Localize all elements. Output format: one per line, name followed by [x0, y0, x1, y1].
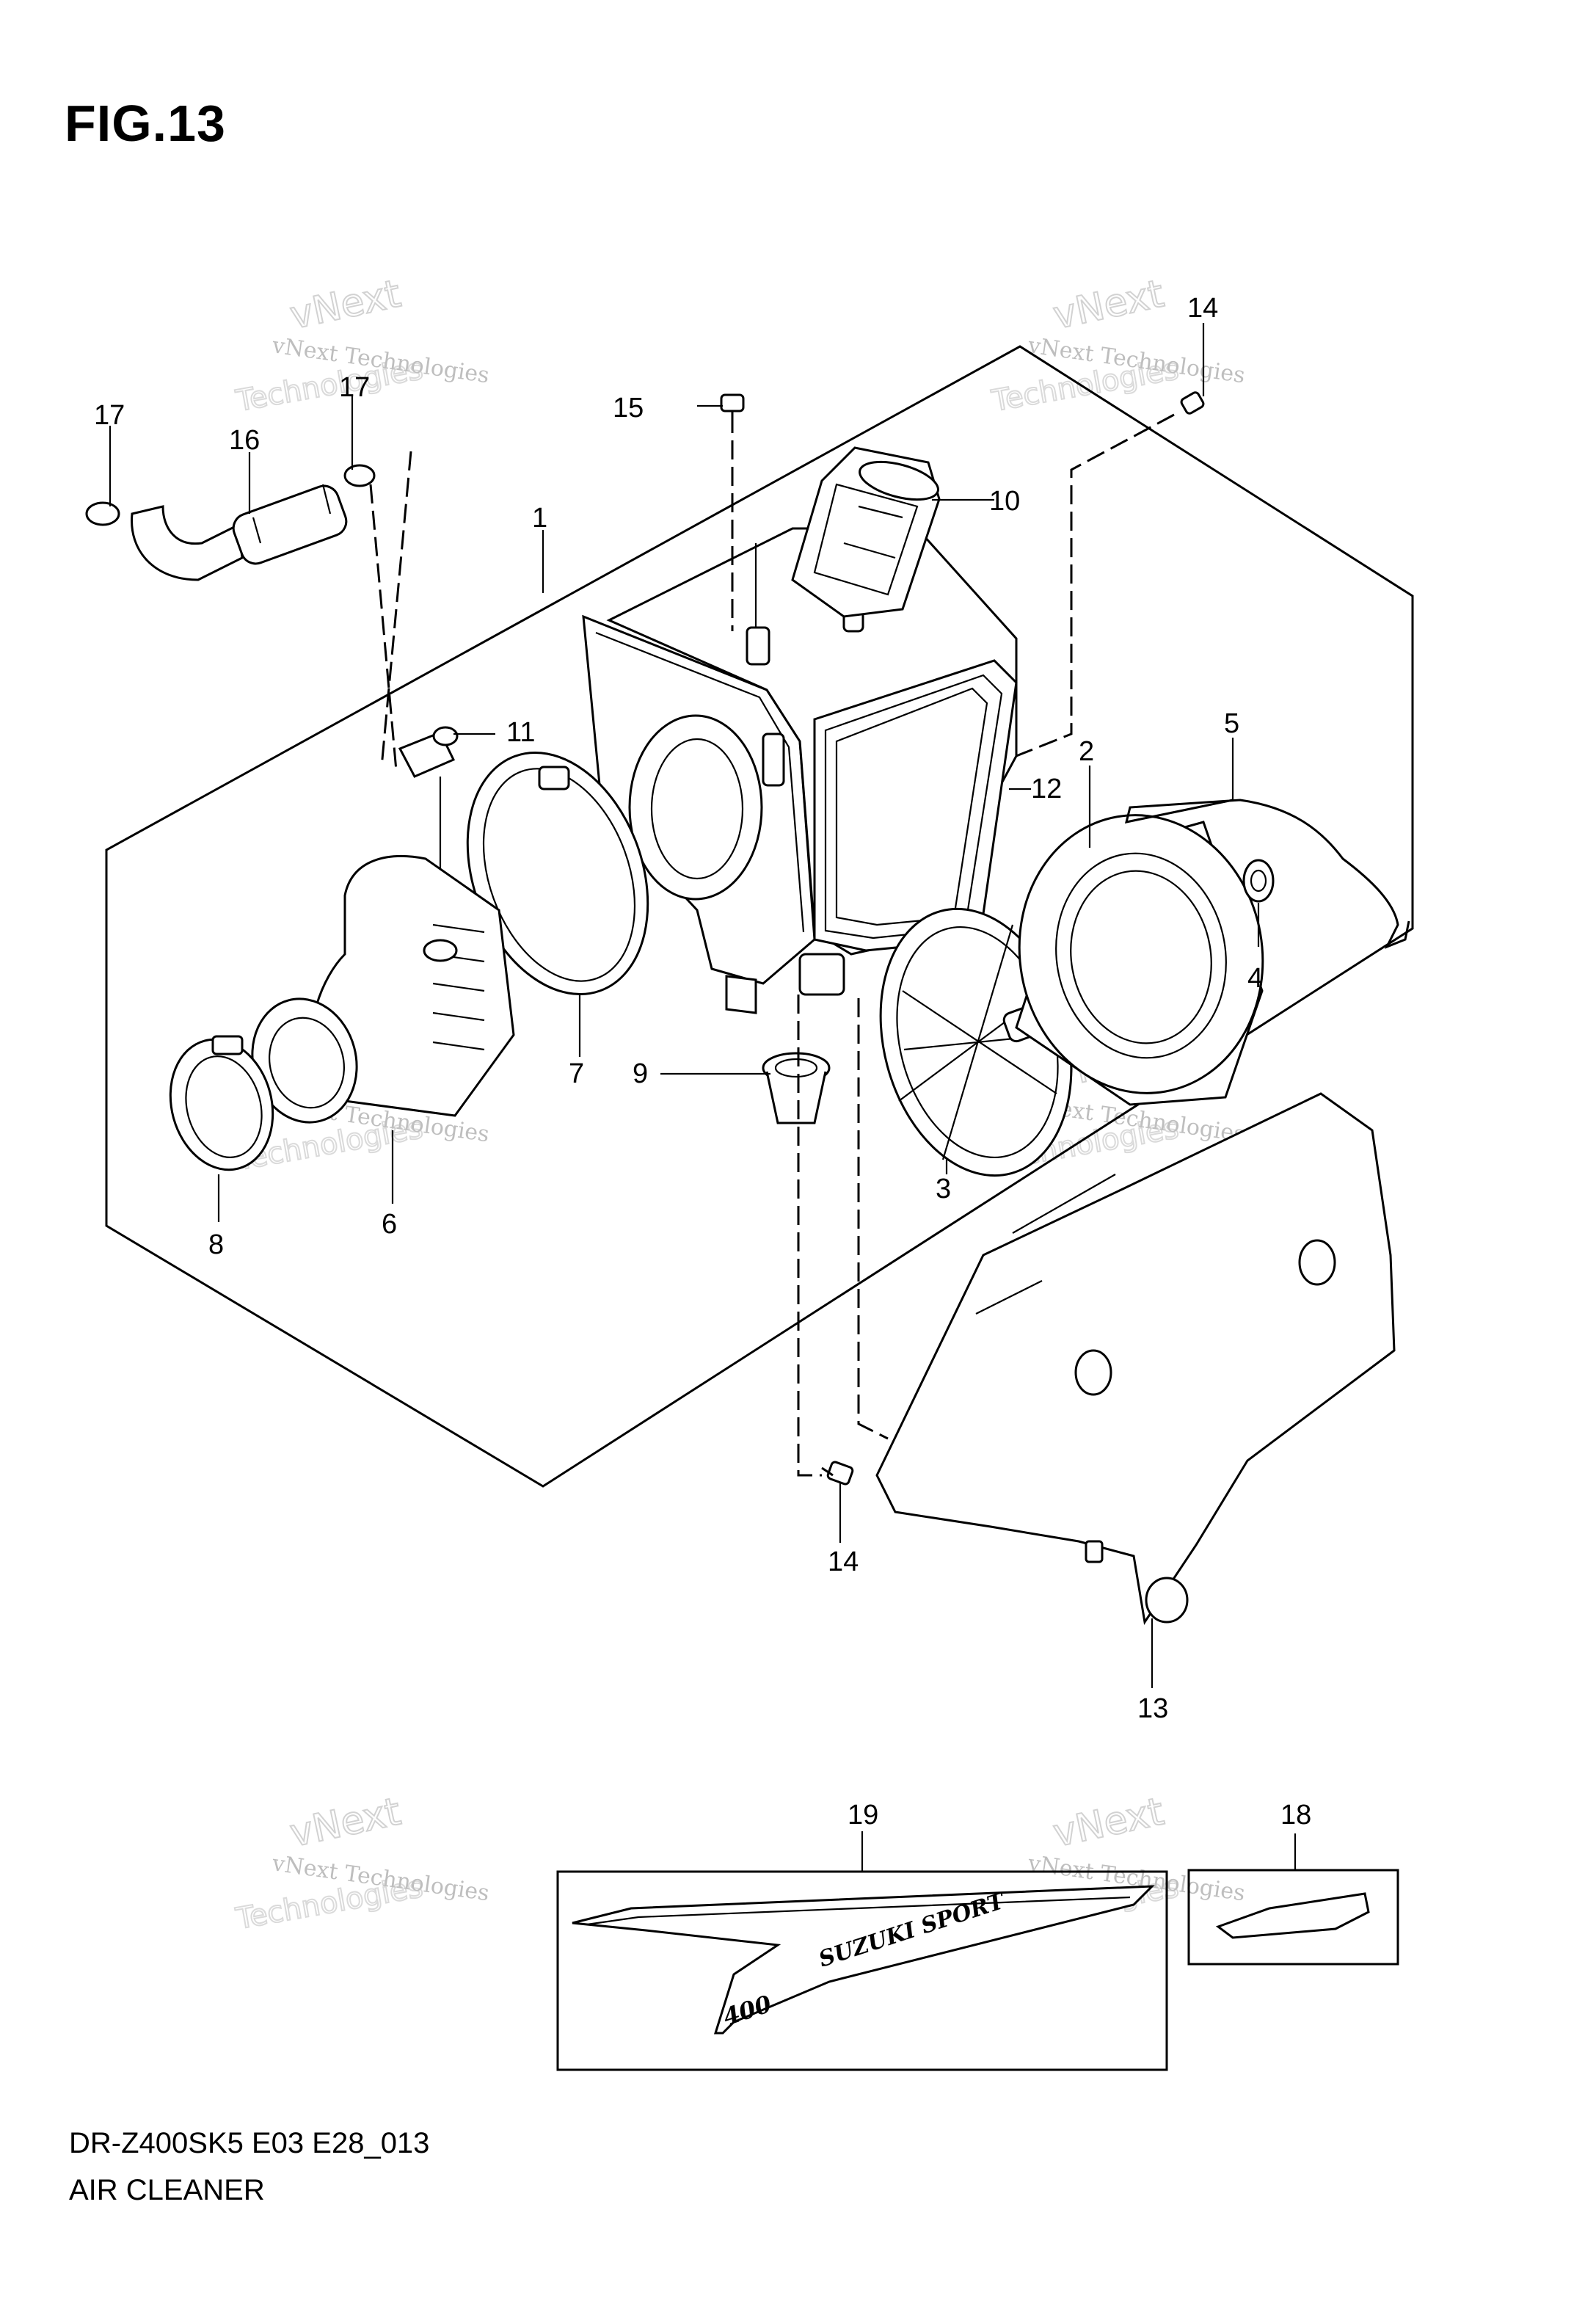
decal-frame-18 — [1187, 1869, 1399, 1966]
breather-route-line — [369, 484, 398, 771]
callout-17: 17 — [339, 372, 370, 403]
watermark-vnext: vNext — [1049, 272, 1167, 338]
leader-lines — [109, 323, 1297, 1872]
air-cleaner-case — [582, 527, 1018, 1014]
screw-14-top — [1016, 391, 1205, 757]
grommet — [762, 1052, 831, 1124]
callout-10: 10 — [989, 486, 1020, 517]
callout-15: 15 — [613, 393, 644, 423]
hose-clamp — [343, 464, 376, 487]
watermark-group-bottom-left: vNext vNext Technologies Technologies — [233, 1789, 491, 1937]
callout-5: 5 — [1224, 708, 1239, 739]
callout-16: 16 — [229, 425, 260, 456]
air-filter-element — [1015, 814, 1264, 1106]
callout-11: 11 — [506, 717, 535, 748]
decal-19: SUZUKI SPORT 400 — [572, 1885, 1155, 2035]
washer-hole — [1250, 869, 1267, 893]
decal-18 — [1215, 1892, 1370, 1939]
seal-ring — [466, 751, 649, 996]
callout-13: 13 — [1137, 1693, 1168, 1724]
breather-hose — [131, 484, 348, 581]
callout-12: 12 — [1031, 774, 1062, 804]
callout-2: 2 — [1079, 736, 1094, 767]
holder-spring — [1124, 799, 1410, 949]
assembly-outline — [105, 345, 1414, 1488]
watermark-group-top-left: vNext vNext Technologies Technologies — [233, 271, 491, 419]
screw-14-bottom — [821, 1461, 854, 1486]
frame-cover — [875, 1092, 1396, 1625]
watermark-vnext: vNext — [286, 1789, 404, 1855]
callout-7: 7 — [569, 1058, 584, 1089]
breather-route-line — [380, 451, 412, 768]
watermark-vnext: vNext — [286, 272, 404, 338]
intake-boot — [791, 446, 941, 618]
figure-title: FIG.13 — [65, 95, 226, 152]
outlet-tube — [251, 855, 515, 1124]
washer — [1242, 859, 1275, 903]
model-code: DR-Z400SK5 E03 E28_013 — [69, 2127, 430, 2159]
callout-18: 18 — [1280, 1800, 1311, 1831]
callout-14-top: 14 — [1187, 293, 1218, 324]
callout-4: 4 — [1247, 963, 1263, 994]
callout-6: 6 — [382, 1209, 397, 1240]
hose-clamp — [85, 501, 120, 526]
callout-19: 19 — [848, 1800, 878, 1831]
callout-17: 17 — [94, 400, 125, 431]
callout-14-bottom: 14 — [828, 1546, 859, 1577]
callout-3: 3 — [936, 1174, 951, 1204]
cover-route-line — [857, 998, 889, 1440]
section-name: AIR CLEANER — [69, 2174, 265, 2206]
screw-route-line — [797, 995, 822, 1477]
watermark-vnext: vNext — [1049, 1789, 1167, 1855]
hose-clamp-8 — [169, 1035, 274, 1171]
callout-9: 9 — [633, 1058, 648, 1089]
screw-15 — [720, 393, 745, 631]
callout-8: 8 — [208, 1229, 224, 1260]
callout-1: 1 — [532, 503, 547, 534]
